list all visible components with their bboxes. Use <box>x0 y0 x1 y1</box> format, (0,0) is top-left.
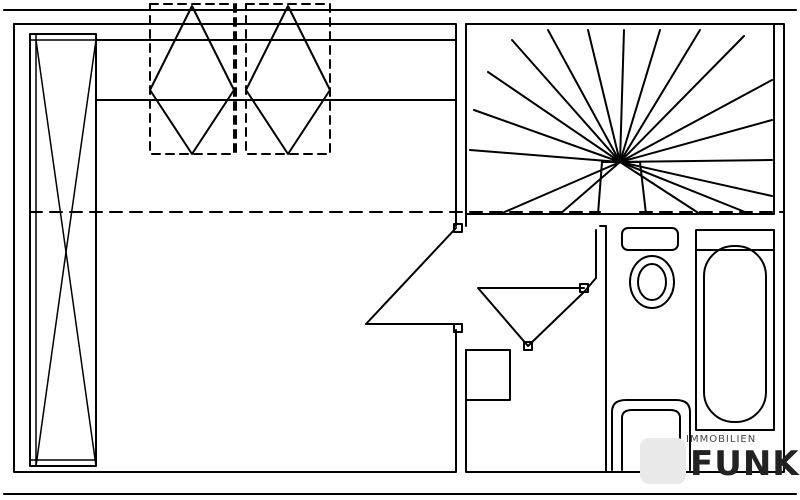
skylight-windows <box>95 3 457 155</box>
outer-walls <box>3 9 797 495</box>
wardrobe <box>29 33 97 467</box>
logo-mark <box>640 438 686 484</box>
doors <box>365 223 607 473</box>
logo-title: FUNK <box>690 444 800 484</box>
spiral-staircase <box>465 23 775 215</box>
company-logo: IMMOBILIEN FUNK <box>640 432 799 488</box>
logo-subtitle: IMMOBILIEN <box>686 434 757 445</box>
bathroom-fixtures <box>611 227 775 471</box>
